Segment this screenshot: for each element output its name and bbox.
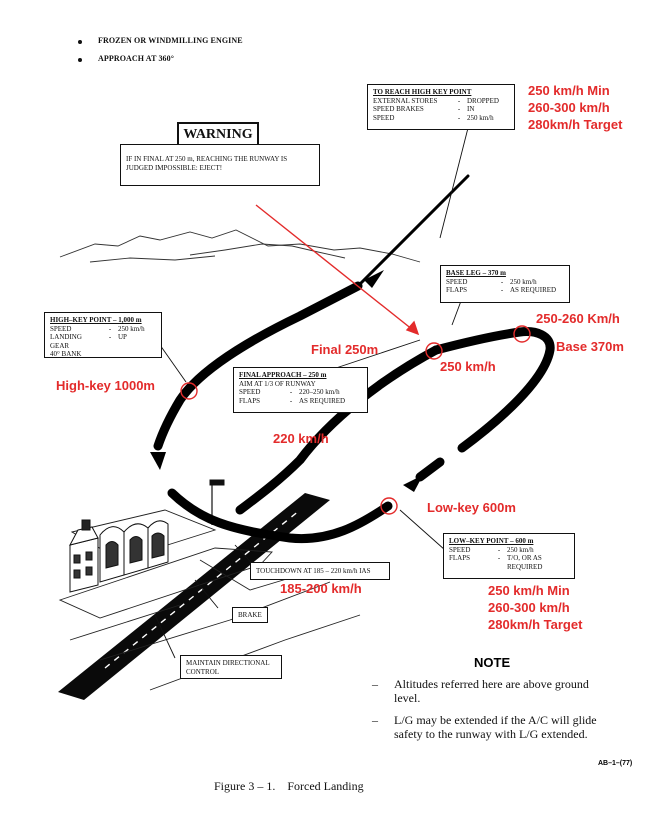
base-row-label: SPEED <box>446 277 468 286</box>
high-key-title: HIGH–KEY POINT – 1,000 m <box>50 316 142 324</box>
reach-row-value: IN <box>467 105 475 113</box>
fa-row-label: FLAPS <box>239 396 261 405</box>
reach-row-label: EXTERNAL STORES <box>373 96 438 105</box>
red-final-speed: 250 km/h <box>440 359 496 374</box>
lk-row-label <box>449 563 491 572</box>
reach-high-key-box: TO REACH HIGH KEY POINT EXTERNAL STORES-… <box>367 84 515 130</box>
touchdown-label: TOUCHDOWN AT 185 – 220 km/h IAS <box>256 567 371 575</box>
final-approach-title: FINAL APPROACH – 250 m <box>239 371 327 379</box>
final-approach-aim: AIM AT 1/3 OF RUNWAY <box>239 379 316 388</box>
brake-label: BRAKE <box>238 611 262 619</box>
red-target-speed: 280km/h Target <box>528 117 623 132</box>
reference-code: AB–1–(77) <box>598 760 633 767</box>
reach-high-key-title: TO REACH HIGH KEY POINT <box>373 88 472 96</box>
fa-row-value: 220–250 km/h <box>299 388 340 396</box>
maintain-line-1: MAINTAIN DIRECTIONAL <box>186 659 270 667</box>
mountain-ridges <box>59 229 421 263</box>
leader-lines <box>154 127 471 659</box>
reach-row-label: SPEED BRAKES <box>373 105 424 113</box>
red-base-speed: 250-260 Km/h <box>536 311 620 326</box>
maintain-box: MAINTAIN DIRECTIONAL CONTROL <box>180 655 282 679</box>
final-approach-box: FINAL APPROACH – 250 m AIM AT 1/3 OF RUN… <box>233 367 368 413</box>
lk-row-value: REQUIRED <box>507 562 543 571</box>
red-target-speed: 280km/h Target <box>488 617 583 632</box>
hk-row-value: 250 km/h <box>118 324 145 333</box>
base-leg-box: BASE LEG – 370 m SPEED-250 km/h FLAPS-AS… <box>440 265 570 303</box>
red-high-key: High-key 1000m <box>56 378 155 393</box>
note-item-2-line-2: safety to the runway with L/G extended. <box>394 727 588 741</box>
fa-row-label: SPEED <box>239 388 261 396</box>
warning-title: WARNING <box>183 127 253 142</box>
base-row-label: FLAPS <box>446 286 468 294</box>
runway <box>58 493 330 700</box>
bullet-approach-360: APPROACH AT 360° <box>98 54 175 63</box>
note-item-1: Altitudes referred here are above ground… <box>394 677 644 705</box>
fa-row-value: AS REQUIRED <box>299 396 346 405</box>
note-item-1-line-1: Altitudes referred here are above ground <box>394 677 589 691</box>
red-base-alt: Base 370m <box>556 339 624 354</box>
red-min-speed: 250 km/h Min <box>488 583 570 598</box>
note-item-2: L/G may be extended if the A/C will glid… <box>394 713 644 741</box>
red-220: 220 km/h <box>273 431 329 446</box>
reach-row-value: 250 km/h <box>467 113 494 122</box>
red-bottom-right-speeds: 250 km/h Min 260-300 km/h 280km/h Target <box>488 582 582 633</box>
direction-arrows <box>150 270 423 492</box>
hk-row-value: UP <box>118 333 127 341</box>
maintain-line-2: CONTROL <box>186 667 220 676</box>
warning-line-2: JUDGED IMPOSSIBLE: EJECT! <box>126 163 223 172</box>
red-range-speed: 260-300 km/h <box>528 100 610 115</box>
hk-row-label: SPEED <box>50 324 72 333</box>
bullet-frozen-engine: FROZEN OR WINDMILLING ENGINE <box>98 36 243 45</box>
lk-row-value: 250 km/h <box>507 545 534 554</box>
warning-title-box: WARNING <box>177 122 259 148</box>
base-row-value: 250 km/h <box>510 277 537 286</box>
note-title: NOTE <box>474 655 511 670</box>
hangar-buildings <box>69 519 169 593</box>
reach-row-value: DROPPED <box>467 96 499 105</box>
warning-box: IF IN FINAL AT 250 m, REACHING THE RUNWA… <box>120 144 320 186</box>
figure-caption: Figure 3 – 1. Forced Landing <box>214 779 364 793</box>
high-key-point-box: HIGH–KEY POINT – 1,000 m SPEED-250 km/h … <box>44 312 162 358</box>
low-key-point-box: LOW–KEY POINT – 600 m SPEED-250 km/h FLA… <box>443 533 575 579</box>
lk-row-label: FLAPS <box>449 554 471 562</box>
red-range-speed: 260-300 km/h <box>488 600 570 615</box>
red-touchdown-speed: 185-200 km/h <box>280 581 362 596</box>
red-min-speed: 250 km/h Min <box>528 83 610 98</box>
red-markup <box>180 204 531 515</box>
flight-path <box>153 174 555 544</box>
reach-row-label: SPEED <box>373 113 395 122</box>
red-low-key: Low-key 600m <box>427 500 516 515</box>
hk-row-label: LANDING GEAR <box>50 333 82 350</box>
note-item-1-line-2: level. <box>394 691 421 705</box>
low-key-title: LOW–KEY POINT – 600 m <box>449 537 534 545</box>
touchdown-box: TOUCHDOWN AT 185 – 220 km/h IAS <box>250 562 390 580</box>
note-item-2-line-1: L/G may be extended if the A/C will glid… <box>394 713 597 727</box>
brake-box: BRAKE <box>232 607 268 623</box>
red-final: Final 250m <box>311 342 379 357</box>
base-row-value: AS REQUIRED <box>510 286 557 294</box>
hk-bank: 40° BANK <box>50 350 82 358</box>
warning-line-1: IF IN FINAL AT 250 m, REACHING THE RUNWA… <box>126 155 288 163</box>
red-top-right-speeds: 250 km/h Min 260-300 km/h 280km/h Target <box>528 82 622 133</box>
lk-row-label: SPEED <box>449 545 471 554</box>
lk-row-value: T/O, OR AS <box>507 554 542 562</box>
base-leg-title: BASE LEG – 370 m <box>446 269 506 277</box>
